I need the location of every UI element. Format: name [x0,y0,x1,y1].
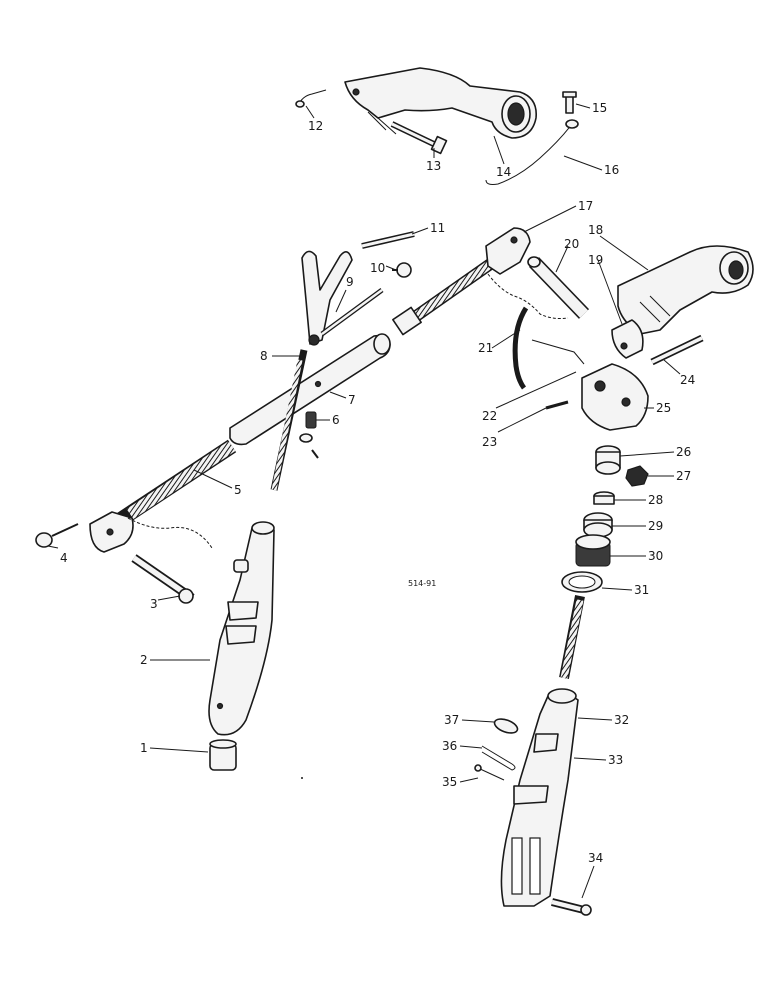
washer-26 [595,445,621,475]
callout-17: 17 [578,199,593,213]
spring-6 [299,411,319,459]
bolt-15 [562,91,577,114]
lift-rod-5 [89,439,237,553]
pin-9 [320,287,384,337]
callout-25: 25 [656,401,671,415]
spring-pin-12 [295,89,327,108]
callout-26: 26 [676,445,691,459]
callout-5: 5 [234,483,242,497]
callout-23: 23 [482,435,497,449]
callout-9: 9 [346,275,354,289]
callout-4: 4 [60,551,68,565]
bolt-24 [650,334,704,366]
callout-3: 3 [150,597,158,611]
callout-32: 32 [614,713,629,727]
callout-1: 1 [140,741,148,755]
callout-27: 27 [676,469,691,483]
pin-23 [545,400,569,410]
drawing-reference: 514-91 [408,579,436,588]
pin-20 [527,256,590,319]
callout-22: 22 [482,409,497,423]
lower-yoke-32 [500,688,579,907]
lynch-pin-4 [35,523,79,548]
callout-11: 11 [430,221,445,235]
callout-2: 2 [140,653,148,667]
callout-12: 12 [308,119,323,133]
callout-28: 28 [648,493,663,507]
clevis-pin-3 [131,554,195,604]
spring-21 [512,306,529,390]
lift-arm-right [617,245,754,335]
callout-18: 18 [588,223,603,237]
ring-31 [561,571,603,593]
bush-29 [583,512,613,538]
callout-21: 21 [478,341,493,355]
callout-7: 7 [348,393,356,407]
small-parts-35-37 [474,718,519,781]
callout-15: 15 [592,101,607,115]
callout-34: 34 [588,851,603,865]
callout-10: 10 [370,261,385,275]
callout-19: 19 [588,253,603,267]
callout-8: 8 [260,349,268,363]
lift-rod-7 [229,333,391,446]
callout-33: 33 [608,753,623,767]
lower-yoke-2 [208,521,275,736]
top-link-17 [392,227,569,336]
callout-30: 30 [648,549,663,563]
bushing-1 [209,739,237,771]
lift-arm-upper [344,67,537,139]
check-chain-16 [485,119,579,185]
callout-24: 24 [680,373,695,387]
callout-6: 6 [332,413,340,427]
callout-14: 14 [496,165,511,179]
pin-34 [551,898,592,916]
pin-11 [361,231,415,249]
callout-37: 37 [444,713,459,727]
callout-35: 35 [442,775,457,789]
bolt-13 [390,121,448,155]
washer-28 [593,491,615,505]
leader-lines [47,103,681,899]
callout-31: 31 [634,583,649,597]
pin-22 [531,339,585,365]
leveling-box-25 [581,319,649,431]
lever-8 [270,250,353,491]
spring-30 [575,534,611,567]
callout-29: 29 [648,519,663,533]
callout-13: 13 [426,159,441,173]
nut-27 [625,465,649,487]
callout-20: 20 [564,237,579,251]
callout-16: 16 [604,163,619,177]
callout-36: 36 [442,739,457,753]
threaded-rod [559,595,585,679]
